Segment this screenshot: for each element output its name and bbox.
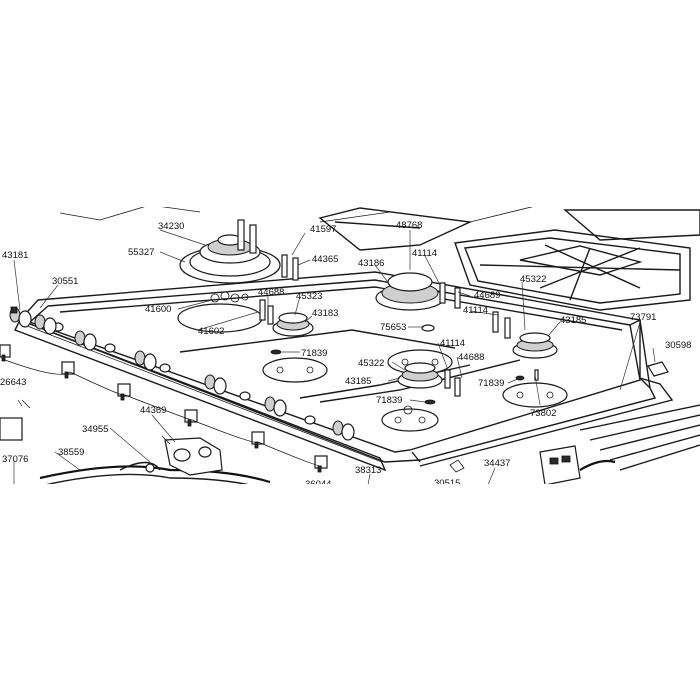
top-whitespace [0,0,700,207]
side-clip [647,361,669,377]
part-label-41114: 41114 [463,305,488,316]
part-label-71839: 71839 [376,395,402,406]
wok-burner [179,219,281,284]
part-label-41114: 41114 [440,338,465,349]
ignitors [259,254,539,397]
burners [272,272,558,389]
part-label-41597: 41597 [310,224,336,235]
part-label-75653: 75653 [380,322,406,333]
part-label-43181: 43181 [2,250,28,261]
cooktop-frame [18,271,674,467]
part-label-43185: 43185 [345,376,371,387]
part-label-43185: 43185 [560,315,586,326]
part-label-44365: 44365 [312,254,338,265]
part-label-45323: 45323 [296,291,322,302]
valve-knobs [9,306,355,441]
burner-cutouts [177,303,568,432]
part-label-73802: 73802 [530,408,556,419]
part-label-71839: 71839 [301,348,327,359]
part-label-43186: 43186 [358,258,384,269]
part-label-30515: 30515 [434,478,460,489]
part-label-34955: 34955 [82,424,108,435]
part-label-34437: 34437 [484,458,510,469]
left-component-box [0,417,23,441]
part-label-38313: 38313 [355,465,381,476]
ignition-switches [0,344,328,473]
part-label-43183: 43183 [312,308,338,319]
o-rings [210,291,525,405]
part-label-44369: 44369 [140,405,166,416]
part-label-45322: 45322 [520,274,546,285]
gas-manifold [39,461,271,491]
part-label-48768: 48768 [396,220,422,231]
part-label-41114: 41114 [412,248,437,259]
part-label-44688: 44688 [258,287,284,298]
part-label-45322: 45322 [358,358,384,369]
part-label-71839: 71839 [478,378,504,389]
part-label-34230: 34230 [158,221,184,232]
part-label-73791: 73791 [630,312,656,323]
bottom-whitespace [0,484,700,700]
lower-right-parts [449,404,700,486]
part-label-26643: 26643 [0,377,26,388]
lid-back-edge [59,204,201,221]
part-label-30551: 30551 [52,276,78,287]
part-label-44688: 44688 [458,352,484,363]
part-label-44689: 44689 [474,290,500,301]
part-label-41602: 41602 [198,326,224,337]
part-label-55327: 55327 [128,247,154,258]
part-label-37076: 37076 [2,454,28,465]
part-label-38559: 38559 [58,447,84,458]
part-label-41600: 41600 [145,304,171,315]
pressure-regulator [161,435,223,476]
leader-lines [13,229,656,486]
pan-support-grates [318,207,700,311]
part-labels: 43181 30551 26643 37076 34955 38559 4436… [0,220,691,490]
part-label-30598: 30598 [665,340,691,351]
